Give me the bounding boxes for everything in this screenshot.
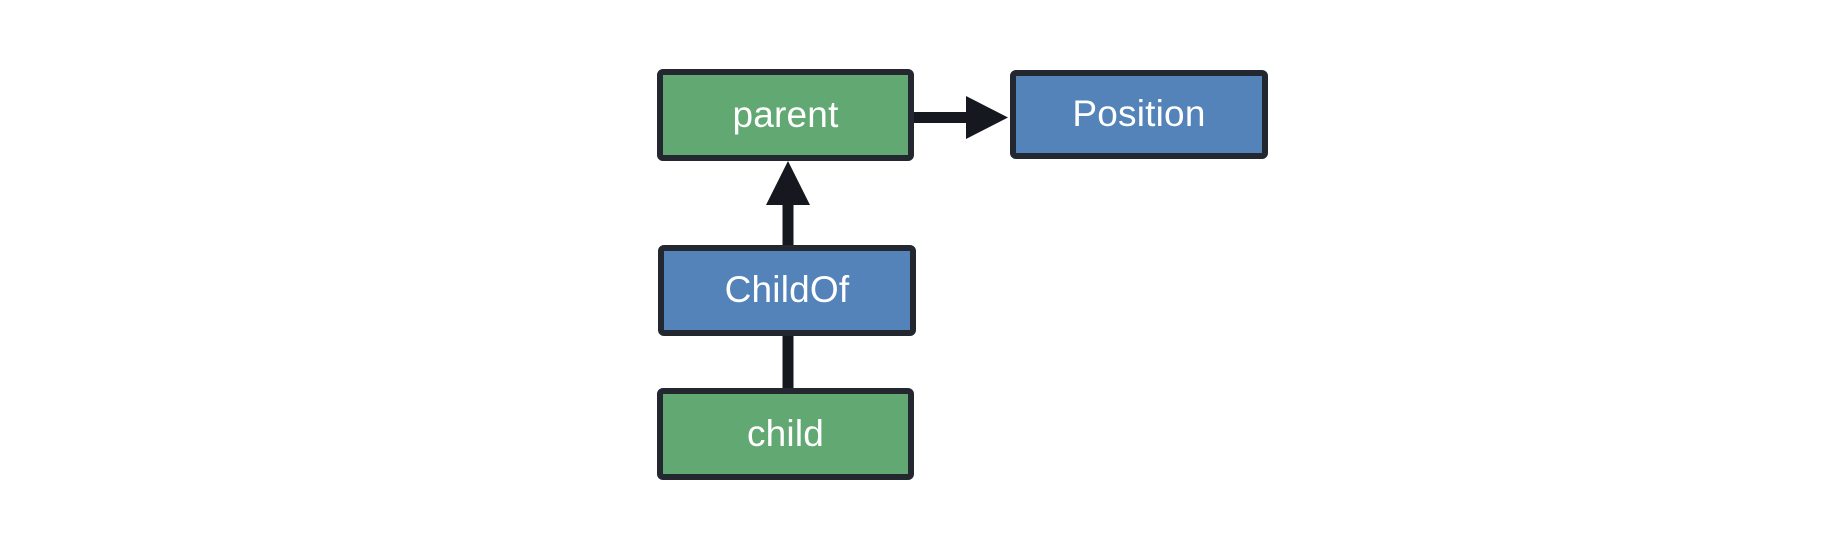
node-position[interactable]: Position (1010, 70, 1268, 159)
node-childof[interactable]: ChildOf (658, 245, 916, 336)
node-parent[interactable]: parent (657, 69, 914, 161)
node-child[interactable]: child (657, 388, 914, 480)
node-childof-label: ChildOf (724, 269, 850, 310)
edge-childof-to-parent (766, 161, 810, 248)
edge-parent-to-position (914, 96, 1008, 139)
node-child-label: child (746, 412, 825, 454)
node-parent-label: parent (732, 93, 839, 135)
node-position-label: Position (1072, 93, 1206, 134)
edge-child-to-childof (782, 333, 794, 391)
